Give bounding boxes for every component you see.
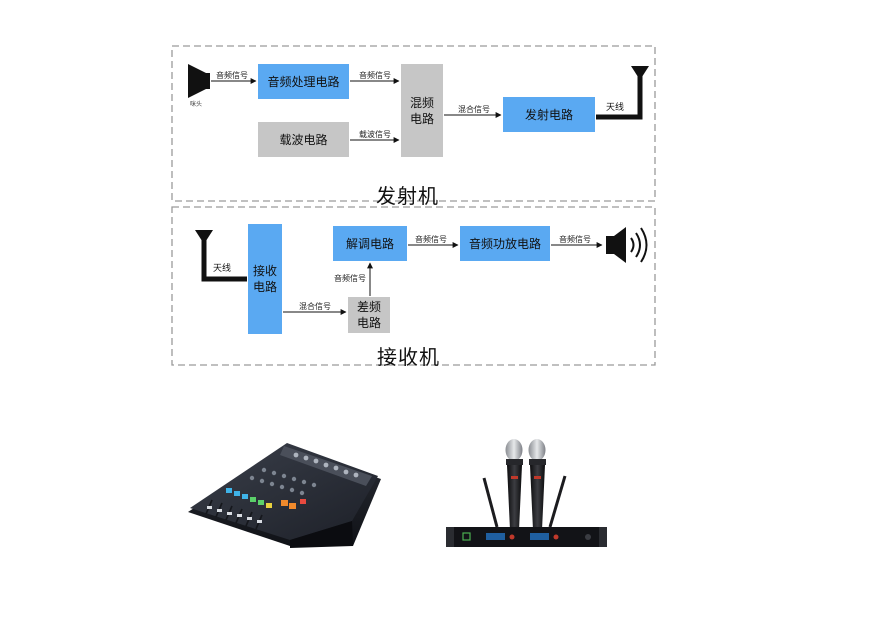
transmit-circuit: 发射电路 [503,97,595,132]
signal-label-mixed-rx: 混合信号 [299,302,331,311]
diff-line1: 差频 [356,300,381,314]
signal-label-audio-rx-2: 音频信号 [559,235,591,244]
receive-circuit: 接收 电路 [248,224,282,334]
signal-label-mixed-tx: 混合信号 [458,105,490,114]
transmitter-antenna-icon [596,66,649,120]
mixer-console-image [188,443,381,548]
mixer-line1: 混频 [409,95,434,110]
receiver-title: 接收机 [377,345,440,369]
signal-label-audio-1: 音频信号 [216,71,248,80]
transmitter-antenna-label: 天线 [606,103,625,113]
difference-frequency-circuit: 差频 电路 [348,297,390,333]
microphone-horn-icon [188,64,210,98]
mixer-circuit: 混频 电路 [401,64,443,157]
receive-line2: 电路 [252,280,277,294]
receive-line1: 接收 [252,264,277,278]
receiver-section-border [171,206,656,366]
speaker-icon [606,227,648,263]
mixer-line2: 电路 [409,111,434,126]
wireless-microphone-receiver-image [446,439,607,547]
signal-label-audio-2: 音频信号 [359,71,391,80]
signal-label-carrier: 载波信号 [359,130,391,139]
demodulation-circuit: 解调电路 [333,226,407,261]
receiver-antenna-icon [195,230,247,282]
diff-line2: 电路 [356,316,381,330]
audio-processing-circuit: 音频处理电路 [258,64,349,99]
signal-label-audio-rx-1: 音频信号 [415,235,447,244]
audio-amplifier-circuit: 音频功放电路 [460,226,550,261]
mic-label: 咪头 [190,101,203,108]
signal-label-audio-up: 音频信号 [334,274,366,283]
carrier-circuit: 载波电路 [258,122,349,157]
transmitter-title: 发射机 [376,184,439,208]
receiver-antenna-label: 天线 [213,264,232,274]
